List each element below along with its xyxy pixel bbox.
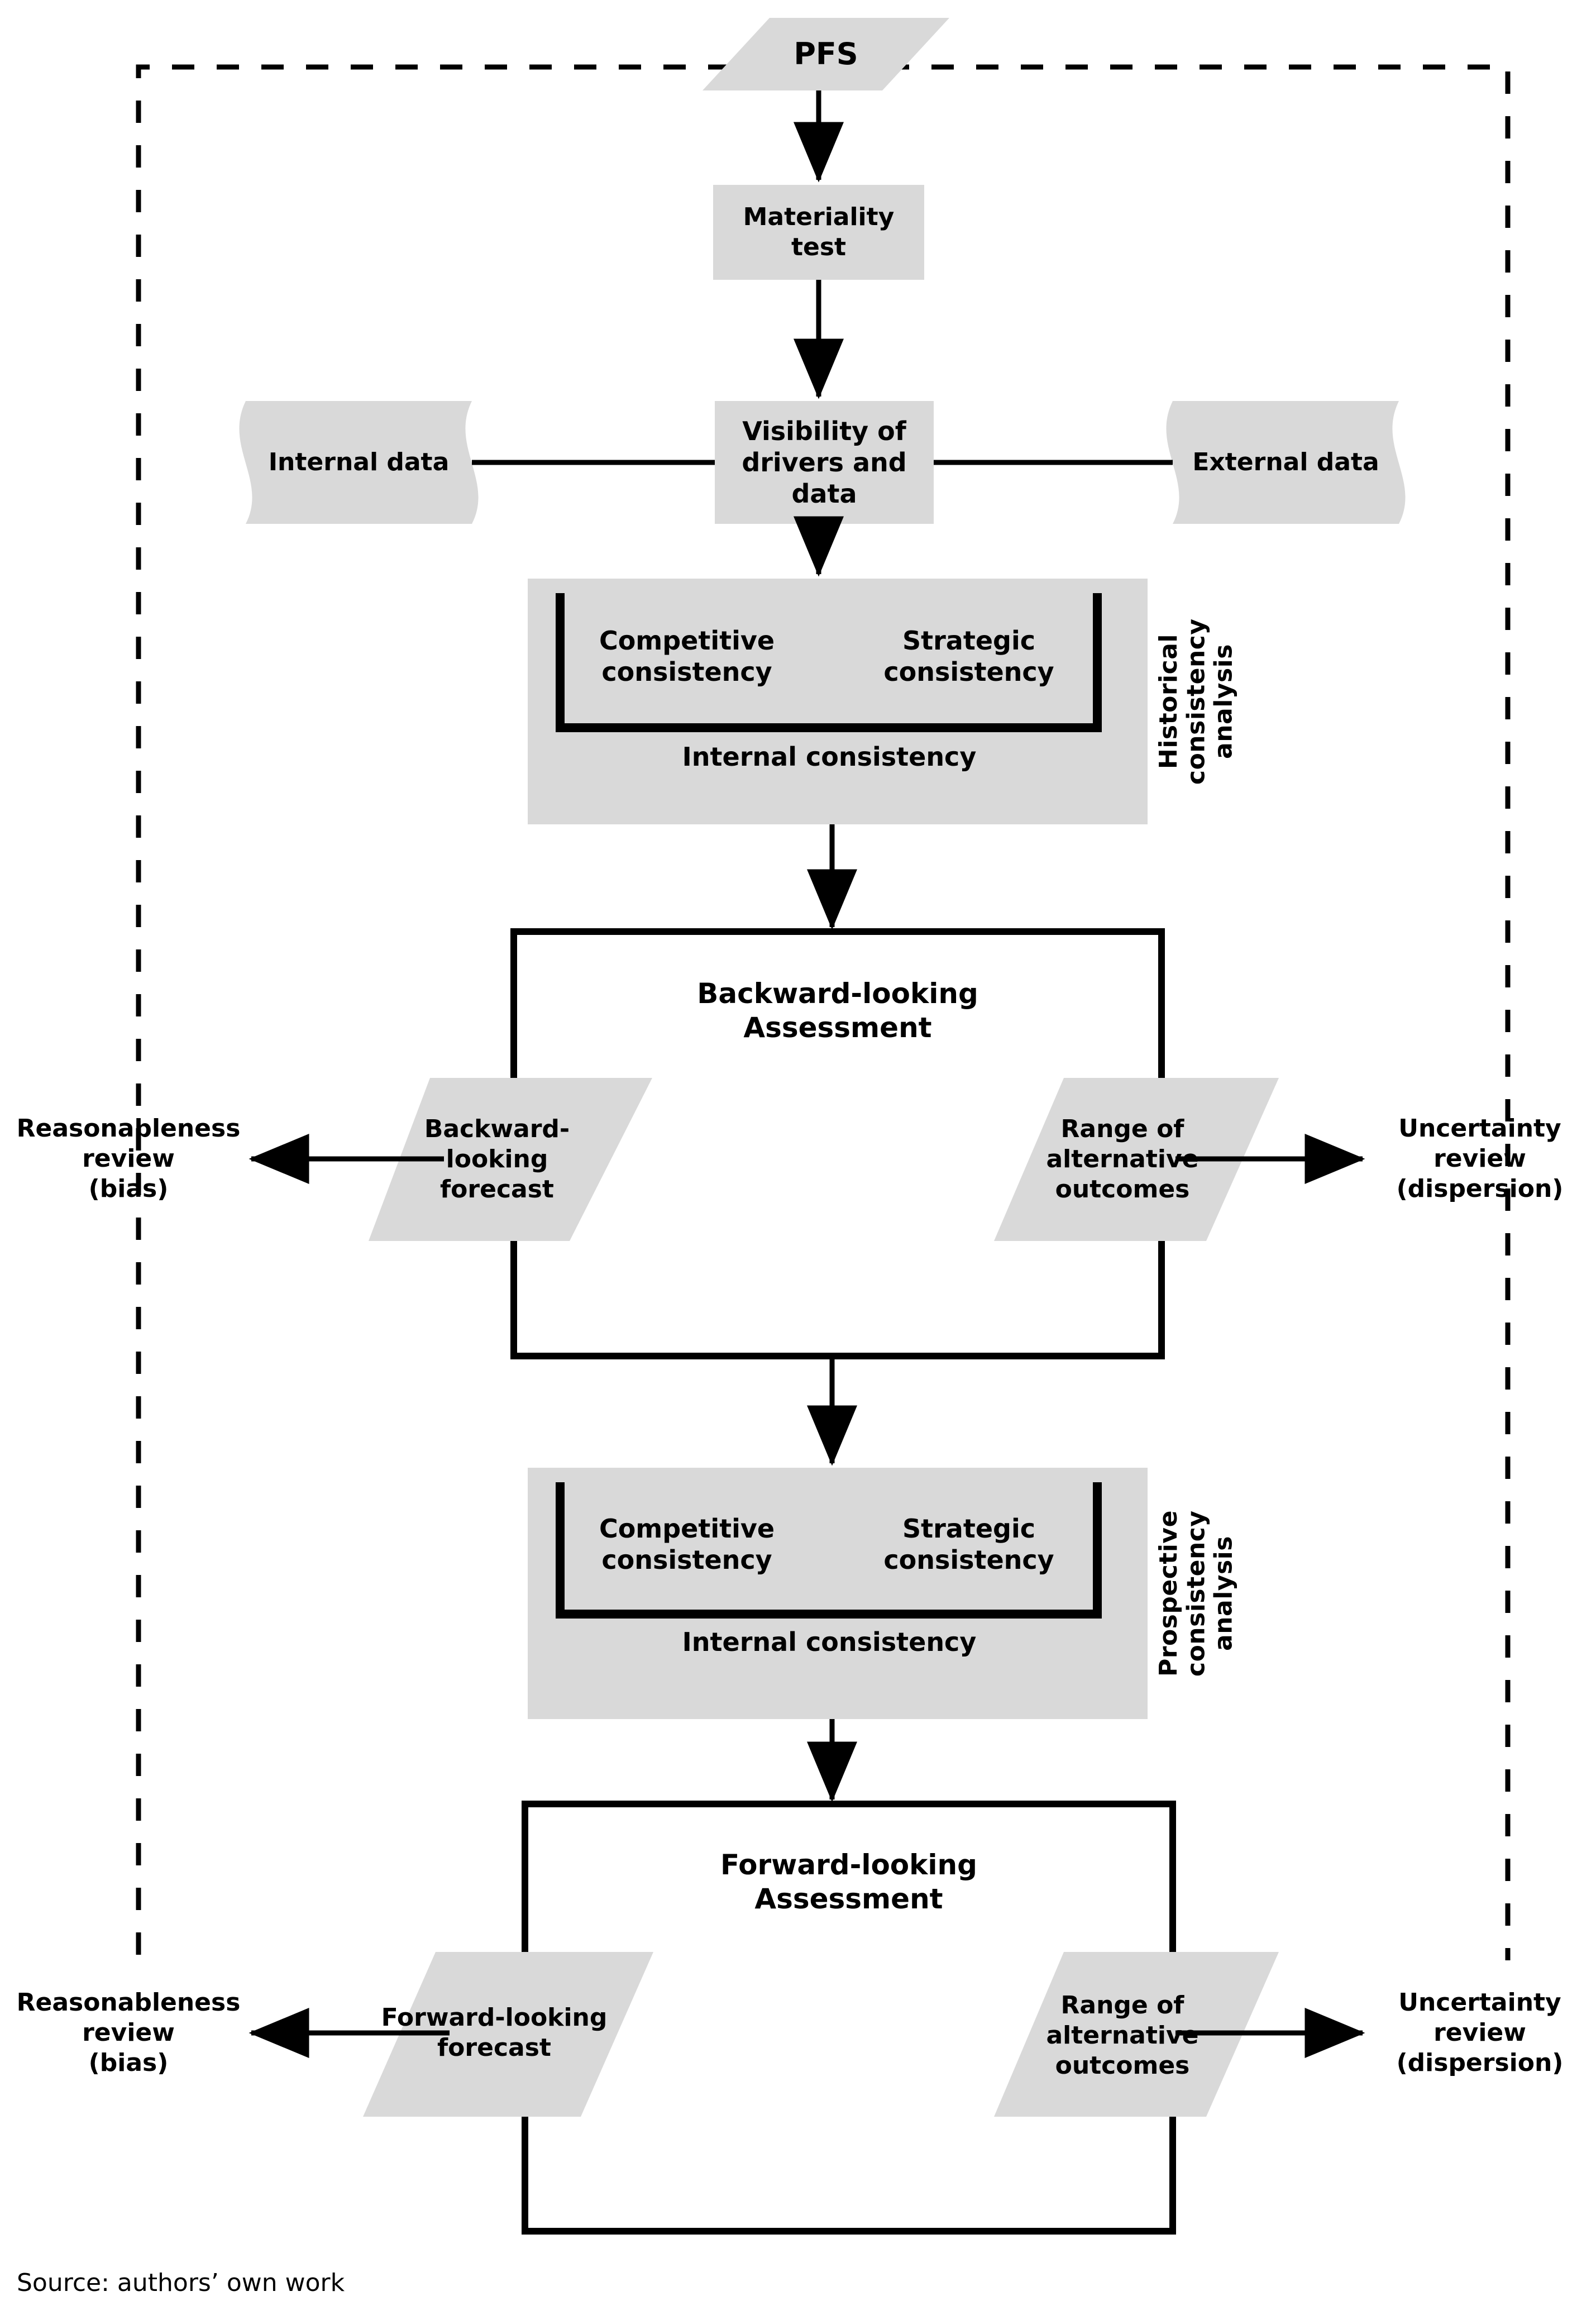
uncertainty-review-top-label: Uncertainty review (dispersion) xyxy=(1396,1114,1564,1203)
historical-consistency-block xyxy=(528,579,1148,824)
pfs-shape xyxy=(703,18,949,90)
forward-forecast-label: Forward-looking forecast xyxy=(381,2003,608,2062)
historical-consistency-bracket xyxy=(556,593,1102,732)
historical-strategic-consistency-label: Strategic consistency xyxy=(883,625,1054,687)
internal-data-shape xyxy=(239,401,479,524)
prospective-competitive-consistency-label: Competitive consistency xyxy=(599,1513,775,1575)
materiality-test-shape xyxy=(713,185,924,280)
prospective-consistency-analysis-side-label: Prospective consistency analysis xyxy=(1154,1510,1238,1677)
prospective-consistency-block xyxy=(528,1468,1148,1719)
external-data-shape xyxy=(1166,401,1406,524)
backward-forecast-label: Backward- looking forecast xyxy=(424,1115,570,1204)
prospective-strategic-consistency-label: Strategic consistency xyxy=(883,1513,1054,1575)
dashed-scope-boundary xyxy=(136,64,1511,1960)
historical-consistency-analysis-side-label: Historical consistency analysis xyxy=(1154,618,1238,785)
forward-forecast-shape xyxy=(363,1952,653,2117)
forward-assessment-label: Forward-looking Assessment xyxy=(720,1849,977,1915)
historical-competitive-consistency-label: Competitive consistency xyxy=(599,625,775,687)
source-caption: Source: authors’ own work xyxy=(17,2269,345,2297)
prospective-internal-consistency-label: Internal consistency xyxy=(682,1626,977,1657)
visibility-shape xyxy=(715,401,934,524)
backward-assessment-label: Backward-looking Assessment xyxy=(697,977,978,1044)
range-alternative-outcomes-bottom-shape xyxy=(994,1952,1279,2117)
uncertainty-review-bottom-label: Uncertainty review (dispersion) xyxy=(1396,1988,1564,2077)
pfs-label: PFS xyxy=(794,36,858,72)
range-alternative-outcomes-bottom-label: Range of alternative outcomes xyxy=(1046,1991,1199,2080)
reasonableness-review-bottom-label: Reasonableness review (bias) xyxy=(16,1988,241,2077)
prospective-consistency-bracket xyxy=(556,1482,1102,1619)
materiality-test-label: Materiality test xyxy=(743,203,895,261)
internal-data-label: Internal data xyxy=(268,448,450,477)
backward-forecast-shape xyxy=(369,1078,652,1241)
visibility-label: Visibility of drivers and data xyxy=(742,416,907,509)
reasonableness-review-top-label: Reasonableness review (bias) xyxy=(16,1114,241,1203)
range-alternative-outcomes-top-shape xyxy=(994,1078,1279,1241)
range-alternative-outcomes-top-label: Range of alternative outcomes xyxy=(1046,1115,1199,1204)
historical-internal-consistency-label: Internal consistency xyxy=(682,741,977,772)
external-data-label: External data xyxy=(1192,448,1379,477)
